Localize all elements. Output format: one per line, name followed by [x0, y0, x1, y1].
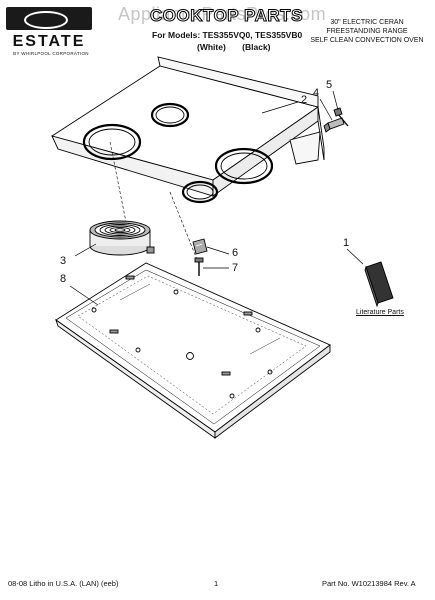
- callout-2: 2: [301, 94, 308, 106]
- product-description: 30" ELECTRIC CERAN FREESTANDING RANGE SE…: [304, 18, 430, 45]
- radiant-surface-element: [89, 220, 155, 256]
- brand-name: ESTATE: [12, 33, 86, 50]
- cooktop-assembly: [50, 56, 325, 204]
- callout-6: 6: [232, 247, 239, 259]
- callout-8: 8: [60, 273, 67, 285]
- literature-parts-label: Literature Parts: [356, 309, 404, 316]
- model-numbers: For Models: TES355VQ0, TES355VB0: [152, 30, 303, 40]
- bracket: [192, 238, 208, 255]
- spec-line-3: SELF CLEAN CONVECTION OVEN: [310, 37, 424, 44]
- spec-line-1: 30" ELECTRIC CERAN: [330, 19, 404, 26]
- bracket-screw: [194, 257, 204, 276]
- callout-5: 5: [326, 79, 333, 91]
- spec-line-2: FREESTANDING RANGE: [326, 28, 408, 35]
- callout-1: 1: [343, 237, 350, 249]
- burner-element-left-front: [82, 123, 142, 161]
- watermark: AppliancePartsPros.com: [118, 4, 327, 24]
- brand-byline: BY WHIRLPOOL CORPORATION: [13, 51, 89, 56]
- page-title: COOKTOP PARTS: [150, 6, 303, 26]
- callout-7: 7: [232, 262, 239, 274]
- model-variants: (White) (Black): [197, 42, 271, 52]
- callout-4: 4: [313, 87, 320, 99]
- burner-element-left-rear: [150, 102, 190, 128]
- part-number: Part No. W10213984 Rev. A: [322, 579, 416, 588]
- mounting-clip: [323, 117, 345, 133]
- literature-booklet: [364, 261, 394, 308]
- support-pan: [55, 262, 331, 439]
- burner-element-right-front: [181, 180, 219, 204]
- burner-element-right-rear: [214, 147, 274, 185]
- callout-3: 3: [60, 255, 67, 267]
- page-number: 1: [214, 579, 219, 588]
- footer-print-info: 08-08 Litho in U.S.A. (LAN) (eeb): [8, 579, 119, 588]
- estate-logo-swirl-icon: [24, 11, 68, 29]
- leader-lines: [69, 90, 364, 306]
